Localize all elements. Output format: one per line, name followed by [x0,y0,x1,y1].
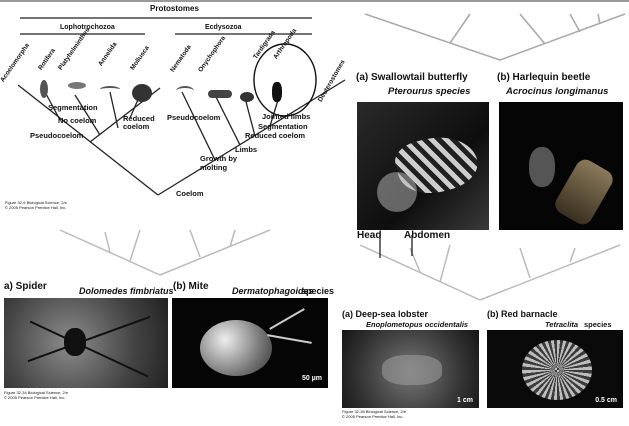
event-jointed-limbs: Jointed limbs [262,112,310,121]
spider-title: a) Spider [4,281,47,292]
nematode-image [176,86,194,96]
event-reduced-coelom-1: Reduced coelom [123,115,163,131]
event-limbs: Limbs [235,145,257,154]
annelid-image [100,86,120,93]
event-reduced-coelom-2: Reduced coelom [245,131,305,140]
barnacle-scale-bar: 0.5 cm [595,397,617,404]
beetle-photo [499,102,623,230]
event-segmentation: Segmentation [48,103,98,112]
beetle-species: Acrocinus longimanus [506,86,608,97]
rotifer-image [40,80,48,98]
head-label: Head [357,230,381,241]
butterfly-title: (a) Swallowtail butterfly [356,72,468,83]
barnacle-species-suffix: species [584,320,612,329]
mite-title: (b) Mite [173,281,209,292]
abdomen-label: Abdomen [404,230,450,241]
event-pseudocoelom-2: Pseudocoelom [167,113,220,122]
spider-species: Dolomedes fimbriatus [79,286,174,296]
barnacle-title: (b) Red barnacle [487,309,558,319]
barnacle-species: Tetraclita [545,320,578,329]
butterfly-photo [357,102,489,230]
tree-credit-2: © 2005 Pearson Prentice Hall, Inc. [5,205,66,210]
event-segmentation-2: Segmentation [258,122,308,131]
event-growth-by-molting: Growth by molting [200,154,242,172]
event-no-coelom: No coelom [58,116,96,125]
lobster-species: Enoplometopus occidentalis [366,320,468,329]
barnacle-photo: 0.5 cm [487,330,623,408]
lobster-title: (a) Deep-sea lobster [342,309,428,319]
lobster-photo: 1 cm [342,330,479,408]
crustacean-credit-2: © 2005 Pearson Prentice Hall, Inc. [342,414,403,419]
event-coelom: Coelom [176,189,204,198]
mite-species-suffix: species [301,286,334,296]
beetle-title: (b) Harlequin beetle [497,72,590,83]
mite-scale-bar: 50 µm [302,375,322,382]
butterfly-species: Pterourus species [388,86,470,97]
mite-photo: 50 µm [172,298,328,388]
protostomes-label: Protostomes [150,4,199,13]
ecdysozoa-label: Ecdysozoa [205,24,242,31]
arachnid-credit-2: © 2005 Pearson Prentice Hall, Inc. [4,395,65,400]
lobster-scale-bar: 1 cm [457,397,473,404]
mollusc-image [132,84,152,102]
flatworm-image [68,82,86,89]
tardigrade-image [240,92,254,102]
scorpion-image [272,82,282,102]
onychophoran-image [208,90,232,98]
spider-photo [4,298,168,388]
event-pseudocoelom-1: Pseudocoelom [30,131,83,140]
